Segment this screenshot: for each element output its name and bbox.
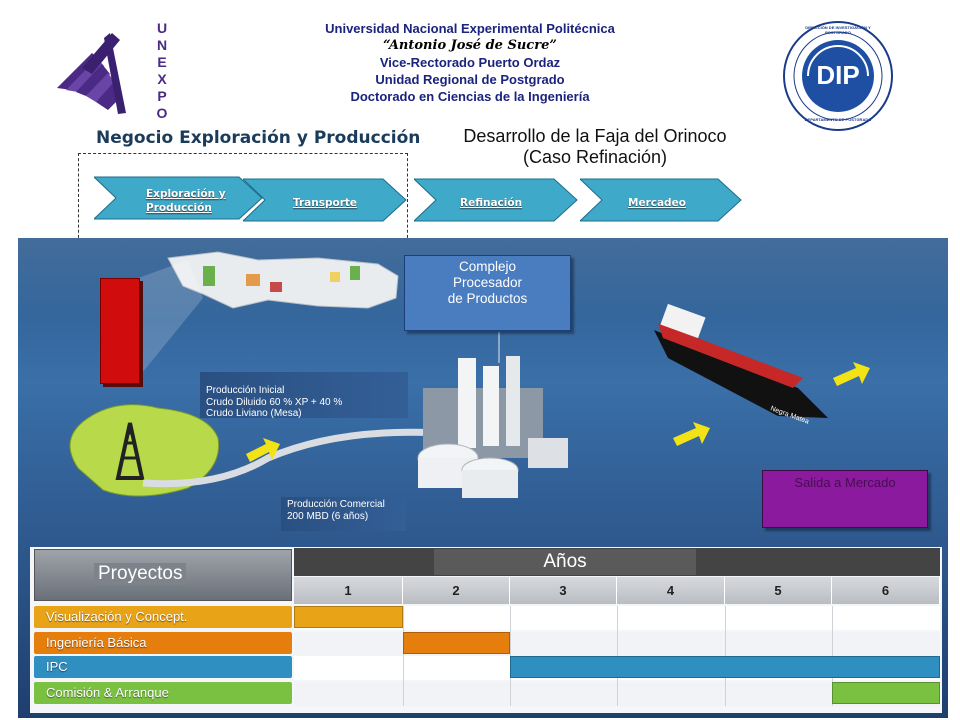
logo-letter: X xyxy=(157,71,167,87)
faja-title: Desarrollo de la Faja del Orinoco (Caso … xyxy=(430,126,760,168)
complejo-line3: de Productos xyxy=(447,291,528,306)
complejo-procesador-box: Complejo Procesador de Productos xyxy=(404,255,571,331)
university-name: Universidad Nacional Experimental Polité… xyxy=(325,21,615,36)
dip-ring-bottom: DEPARTAMENTO DE POSTGRADO xyxy=(804,117,872,122)
process-scene: Negra Matea xyxy=(69,251,870,498)
year-cell: 1 xyxy=(294,577,403,604)
year-cell: 5 xyxy=(725,577,832,604)
dip-logo: DIP DIRECCIÓN DE INVESTIGACIÓN Y POSTGRA… xyxy=(782,20,894,132)
chevron-mercadeo[interactable]: Mercadeo xyxy=(580,177,744,223)
unexpo-logo: U N E X P O xyxy=(52,18,182,128)
faja-title-line2: (Caso Refinación) xyxy=(522,147,668,167)
year-cell: 2 xyxy=(403,577,510,604)
year-cell: 3 xyxy=(510,577,617,604)
oil-rig-icon xyxy=(69,404,220,497)
chevron-label: Transporte xyxy=(293,197,358,209)
institution-header: Universidad Nacional Experimental Polité… xyxy=(270,20,670,105)
chevron-label: Exploración y xyxy=(146,188,226,200)
salida-mercado-box: Salida a Mercado xyxy=(762,470,928,528)
orinoco-map-icon xyxy=(167,251,399,309)
chevron-label: Mercadeo xyxy=(628,197,686,209)
prod-comercial-line1: Producción Comercial xyxy=(287,499,385,510)
prod-inicial-line2: Crudo Diluido 60 % XP + 40 % xyxy=(206,396,343,408)
vice-rectorado: Vice-Rectorado Puerto Ordaz xyxy=(379,55,561,70)
tanker-ship-icon: Negra Matea xyxy=(654,303,828,426)
produccion-comercial-label: Producción Comercial 200 MBD (6 años) xyxy=(281,497,406,531)
logo-letter: P xyxy=(157,88,167,104)
dip-ring-top: DIRECCIÓN DE INVESTIGACIÓN Y POSTGRADO xyxy=(805,25,871,35)
year-cell: 6 xyxy=(832,577,940,604)
dip-logo-text: DIP xyxy=(816,60,860,90)
chevron-label: Producción xyxy=(146,202,212,214)
proyectos-title: Proyectos xyxy=(94,563,187,585)
map-beam xyxy=(138,260,203,378)
negocio-title: Negocio Exploración y Producción xyxy=(96,128,421,148)
anios-title: Años xyxy=(434,549,696,575)
produccion-inicial-label: Producción Inicial Crudo Diluido 60 % XP… xyxy=(200,372,408,419)
logo-letter: U xyxy=(156,20,168,36)
complejo-line2: Procesador xyxy=(452,275,523,290)
university-subtitle: “Antonio José de Sucre” xyxy=(383,38,557,53)
unidad-regional: Unidad Regional de Postgrado xyxy=(375,72,565,87)
prod-comercial-line2: 200 MBD (6 años) xyxy=(287,511,369,522)
logo-letter: N xyxy=(156,37,168,53)
doctorado: Doctorado en Ciencias de la Ingeniería xyxy=(350,89,590,104)
logo-letter: E xyxy=(157,54,167,70)
reservoir-block xyxy=(100,278,140,384)
faja-title-line1: Desarrollo de la Faja del Orinoco xyxy=(463,126,727,146)
chevron-refinacion[interactable]: Refinación xyxy=(414,177,580,223)
prod-inicial-line1: Producción Inicial xyxy=(206,385,285,396)
chevron-label: Refinación xyxy=(460,197,523,209)
chevron-transporte[interactable]: Transporte xyxy=(243,177,409,223)
refinery-icon xyxy=(417,356,568,498)
prod-inicial-line3: Crudo Liviano (Mesa) xyxy=(206,408,302,419)
logo-letter: O xyxy=(156,105,168,121)
chevron-exploracion[interactable]: Exploración y Producción xyxy=(94,175,264,221)
flow-arrow-icon xyxy=(246,362,870,462)
year-cell: 4 xyxy=(617,577,725,604)
complejo-line1: Complejo xyxy=(458,259,517,274)
